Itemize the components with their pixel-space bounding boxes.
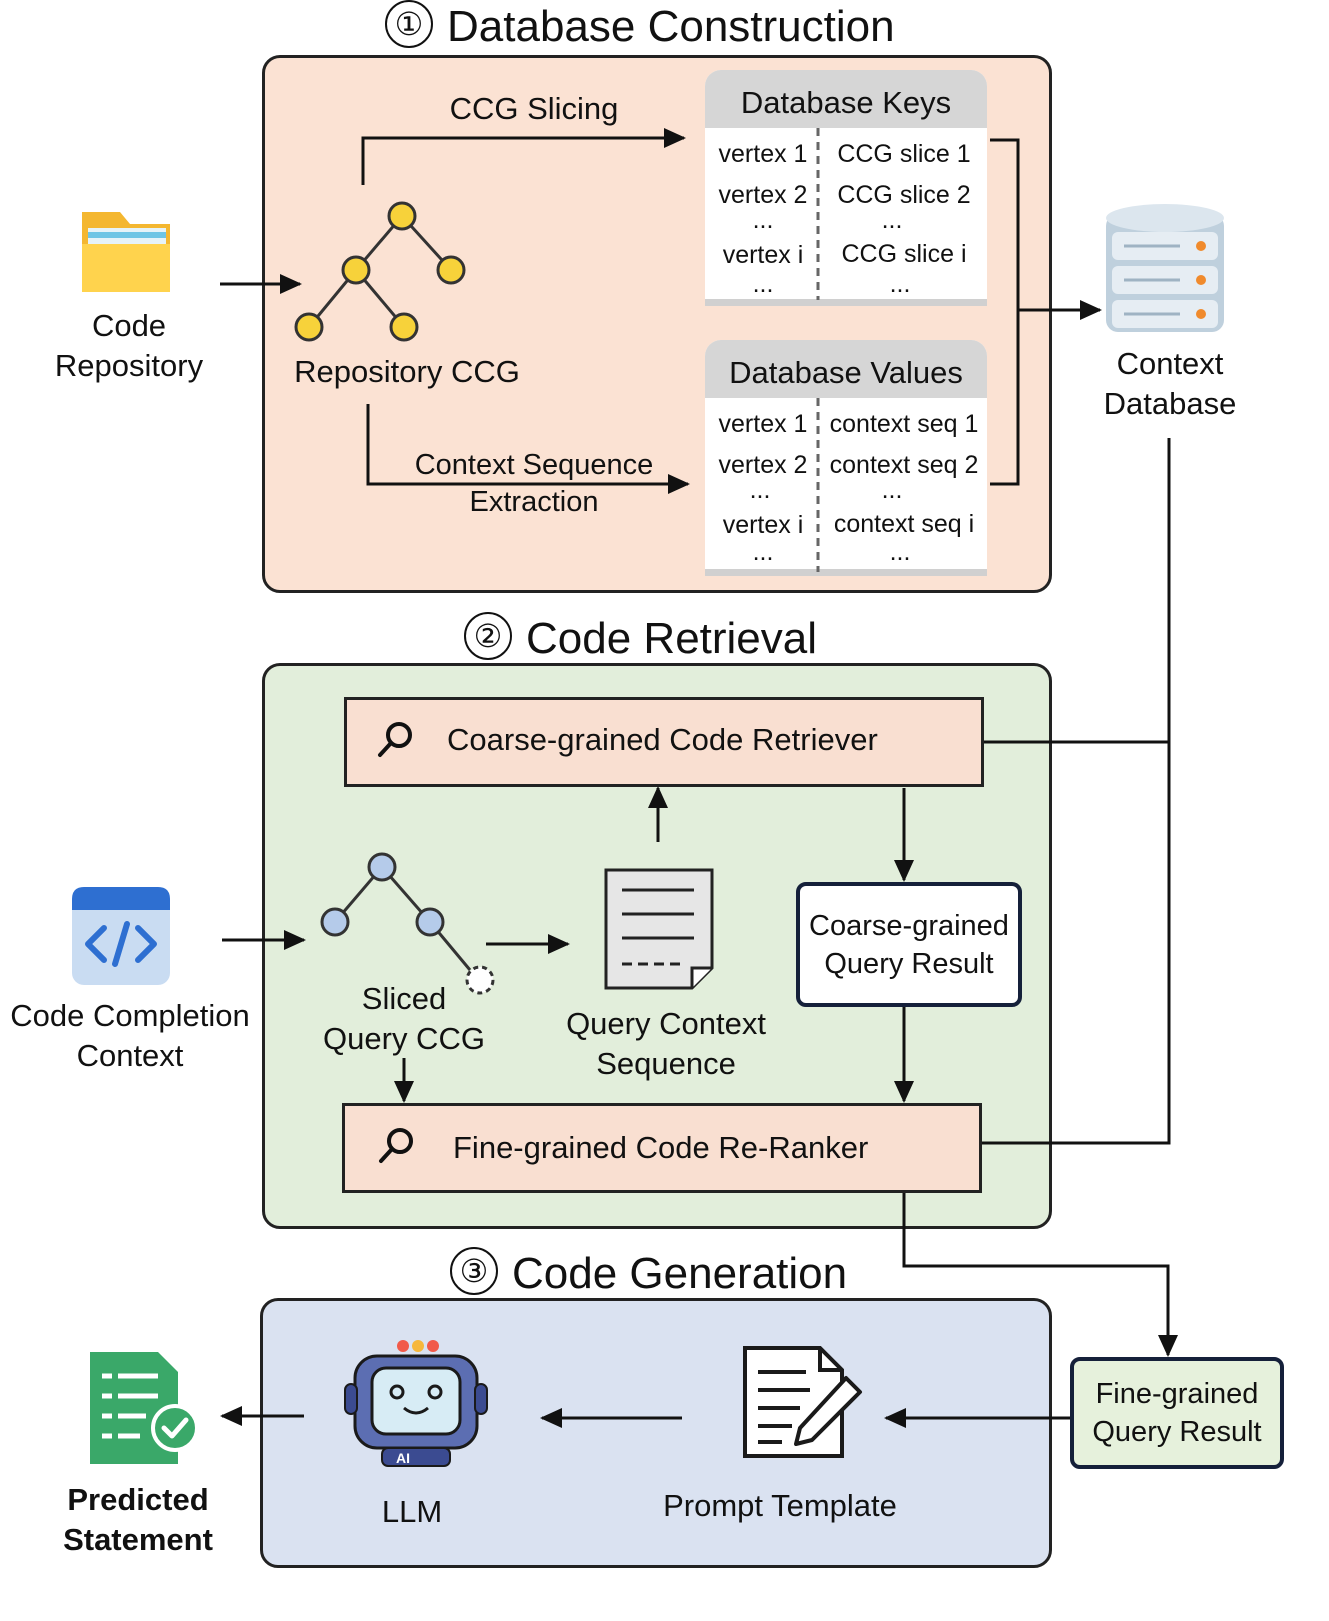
document-icon xyxy=(604,868,714,990)
robot-icon: AI xyxy=(344,1340,488,1467)
keys-right-4: CCG slice i xyxy=(841,240,967,268)
values-right-5: ... xyxy=(889,538,911,566)
context-database-label: Context Database xyxy=(1103,346,1237,421)
coarse-retriever-box: Coarse-grained Code Retriever xyxy=(344,697,984,787)
keys-left-5: ... xyxy=(752,270,774,298)
database-icon xyxy=(1106,204,1224,332)
predicted-statement-icon xyxy=(90,1352,199,1464)
values-left-5: ... xyxy=(752,538,774,566)
predicted-statement-label: Predicted Statement xyxy=(63,1482,213,1557)
arrow-context-extraction xyxy=(366,404,690,494)
keys-right-2: CCG slice 2 xyxy=(837,181,971,209)
ccg-slicing-label: CCG Slicing xyxy=(449,91,619,126)
values-header: Database Values xyxy=(705,340,987,398)
fine-result-box: Fine-grained Query Result xyxy=(1070,1357,1284,1469)
ccg-tree-icon xyxy=(294,201,466,342)
database-values-table: Database Values xyxy=(705,340,987,576)
code-icon xyxy=(72,887,170,985)
keys-left-4: vertex i xyxy=(722,241,804,269)
fine-result-line-1: Fine-grained xyxy=(1095,1378,1259,1410)
sliced-ccg-label: Sliced Query CCG xyxy=(323,981,485,1056)
keys-left-3: ... xyxy=(752,206,774,234)
context-extraction-label: Context Sequence Extraction xyxy=(414,449,654,518)
search-icon xyxy=(378,722,412,757)
keys-right-1: CCG slice 1 xyxy=(837,140,971,168)
values-left-2: vertex 2 xyxy=(718,451,808,479)
tables-bracket xyxy=(990,138,1020,486)
values-left-3: ... xyxy=(749,476,771,504)
coarse-result-line-2: Query Result xyxy=(824,947,994,980)
coarse-retriever-label: Coarse-grained Code Retriever xyxy=(447,722,878,757)
fine-reranker-box: Fine-grained Code Re-Ranker xyxy=(342,1103,982,1193)
values-right-4: context seq i xyxy=(833,510,975,538)
values-right-3: ... xyxy=(881,476,903,504)
keys-left-1: vertex 1 xyxy=(718,140,808,168)
line-database-connector xyxy=(982,438,1171,1145)
completion-context-label: Code Completion Context xyxy=(10,998,250,1073)
repository-ccg-label: Repository CCG xyxy=(294,354,520,389)
coarse-result-line-1: Coarse-grained xyxy=(809,909,1009,942)
llm-badge: AI xyxy=(396,1450,410,1466)
values-left-4: vertex i xyxy=(722,511,804,539)
prompt-template-icon xyxy=(743,1346,862,1458)
values-right-2: context seq 2 xyxy=(829,451,979,479)
values-left-1: vertex 1 xyxy=(718,410,808,438)
database-keys-table: Database Keys xyxy=(705,70,987,306)
code-repository-label: Code Repository xyxy=(54,308,204,383)
keys-right-3: ... xyxy=(881,206,903,234)
arrow-reranker-to-fine-result xyxy=(902,1193,1178,1357)
fine-result-line-2: Query Result xyxy=(1092,1416,1262,1448)
query-tree-icon xyxy=(320,852,495,995)
coarse-result-box: Coarse-grained Query Result xyxy=(796,882,1022,1007)
prompt-template-label: Prompt Template xyxy=(663,1488,897,1523)
fine-reranker-label: Fine-grained Code Re-Ranker xyxy=(453,1130,869,1165)
keys-header: Database Keys xyxy=(705,70,987,128)
search-icon xyxy=(379,1128,413,1163)
keys-right-5: ... xyxy=(889,270,911,298)
keys-left-2: vertex 2 xyxy=(718,181,808,209)
llm-label: LLM xyxy=(381,1494,443,1529)
query-context-seq-label: Query Context Sequence xyxy=(566,1006,766,1081)
folder-icon xyxy=(82,212,170,292)
values-right-1: context seq 1 xyxy=(829,410,979,438)
arrow-ccg-slicing xyxy=(361,128,686,185)
